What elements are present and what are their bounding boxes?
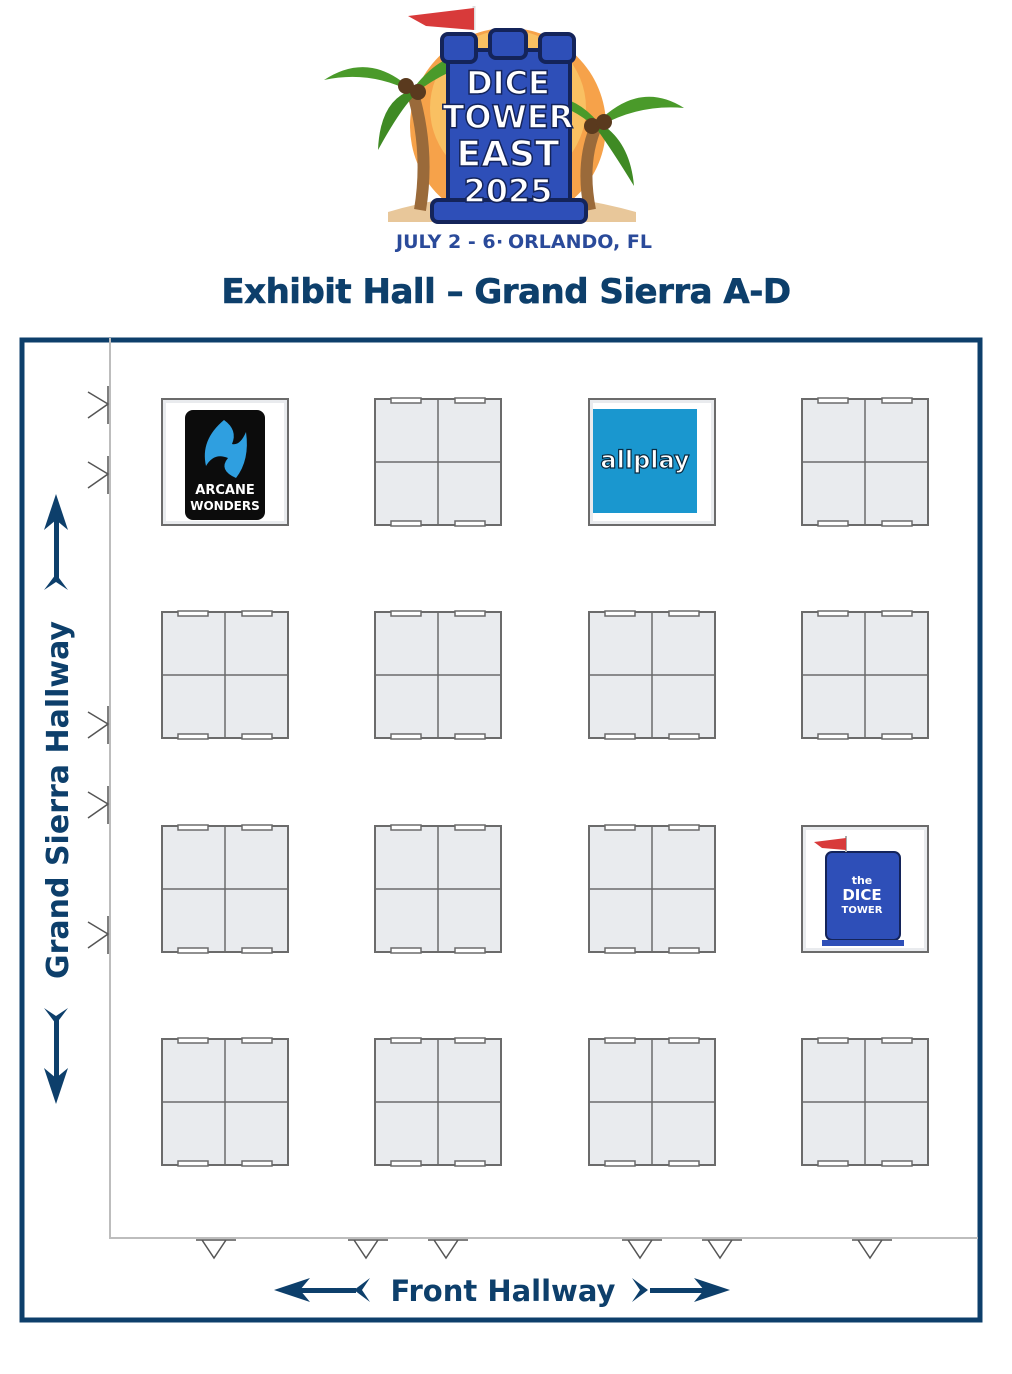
booth-tab: [177, 824, 209, 831]
booth-tab: [390, 1160, 422, 1167]
logo-separator: ·: [496, 231, 503, 253]
booth-tab: [390, 610, 422, 617]
booth-tab: [177, 1160, 209, 1167]
booth-tab: [454, 520, 486, 527]
flame-dragon-icon: [204, 420, 247, 478]
booth-tab: [668, 610, 700, 617]
logo-line-year: 2025: [463, 172, 552, 210]
logo-line-dice: DICE: [466, 64, 550, 102]
booth-tab: [241, 610, 273, 617]
arcane-line1: ARCANE: [195, 483, 254, 498]
front-hallway-label: Front Hallway: [391, 1274, 616, 1308]
flag-icon: [814, 838, 846, 850]
booth-island[interactable]: [374, 824, 502, 954]
left-doors: [87, 386, 110, 954]
booth-tab: [604, 824, 636, 831]
booth-tab: [454, 824, 486, 831]
booth-tab: [881, 733, 913, 740]
booth-tab: [241, 824, 273, 831]
booth-island[interactable]: [588, 824, 716, 954]
logo-dates: JULY 2 - 6: [394, 231, 496, 253]
booth-tab: [241, 1037, 273, 1044]
booth-tab: [454, 1160, 486, 1167]
booth-island[interactable]: [588, 1037, 716, 1167]
booth-island[interactable]: [374, 1037, 502, 1167]
booth-tab: [390, 397, 422, 404]
booth-tab: [390, 733, 422, 740]
booth-tab: [604, 1037, 636, 1044]
booth-tab: [817, 1160, 849, 1167]
booth-tab: [881, 397, 913, 404]
dicetower-line2: DICE: [842, 886, 881, 904]
grand-sierra-hallway-label: Grand Sierra Hallway: [41, 621, 76, 979]
hallway-left-arrow-down: [44, 1008, 68, 1104]
allplay-label: allplay: [600, 446, 690, 474]
booth-tab: [241, 733, 273, 740]
flag-icon: [408, 8, 474, 30]
booth-tab: [881, 610, 913, 617]
booth-island[interactable]: [374, 397, 502, 527]
booth-tab: [390, 1037, 422, 1044]
booth-tab: [177, 1037, 209, 1044]
booth-tab: [241, 947, 273, 954]
booth-tab: [881, 1037, 913, 1044]
logo-line-east: EAST: [457, 134, 560, 175]
hallway-left-arrow-up: [44, 494, 68, 590]
arcane-line2: WONDERS: [190, 499, 260, 513]
booth-island[interactable]: [161, 610, 289, 740]
sponsor-arcane-wonders[interactable]: ARCANE WONDERS: [185, 410, 265, 520]
booth-tab: [454, 733, 486, 740]
dicetower-line1: the: [852, 874, 873, 887]
logo-location: ORLANDO, FL: [508, 231, 652, 253]
hall-wall: [109, 338, 978, 1239]
booth-tab: [668, 947, 700, 954]
booth-tab: [817, 733, 849, 740]
booth-tab: [881, 1160, 913, 1167]
booth-tab: [668, 824, 700, 831]
booth-tab: [668, 1037, 700, 1044]
booth-tab: [817, 610, 849, 617]
dicetower-line3: TOWER: [842, 905, 883, 916]
booth-island[interactable]: [801, 610, 929, 740]
booth-island[interactable]: [161, 1037, 289, 1167]
booth-tab: [604, 610, 636, 617]
booth-island[interactable]: [588, 610, 716, 740]
sponsor-allplay[interactable]: allplay: [593, 409, 697, 513]
booth-tab: [390, 520, 422, 527]
tower-icon: [408, 6, 588, 224]
hallway-bottom-arrow-left: [274, 1278, 370, 1302]
booth-tab: [454, 947, 486, 954]
logo-line-tower: TOWER: [443, 98, 574, 136]
booth-tab: [817, 397, 849, 404]
hall-title: Exhibit Hall – Grand Sierra A-D: [221, 272, 791, 313]
booth-tab: [668, 733, 700, 740]
booth-tab: [604, 1160, 636, 1167]
booth-tab: [604, 733, 636, 740]
booth-tab: [668, 1160, 700, 1167]
booth-island[interactable]: [801, 1037, 929, 1167]
sponsor-dice-tower[interactable]: the DICE TOWER: [814, 836, 904, 946]
booth-tab: [390, 824, 422, 831]
booth-tab: [454, 610, 486, 617]
booth-tab: [454, 1037, 486, 1044]
booth-tab: [454, 397, 486, 404]
booth-tab: [881, 520, 913, 527]
booth-tab: [177, 947, 209, 954]
hallway-bottom-arrow-right: [632, 1278, 730, 1302]
booth-tab: [817, 1037, 849, 1044]
booth-tab: [177, 610, 209, 617]
booth-tab: [177, 733, 209, 740]
booth-tab: [817, 520, 849, 527]
booth-island[interactable]: [161, 824, 289, 954]
booth-tab: [604, 947, 636, 954]
dice-tower-east-logo: DICE TOWER EAST 2025 JULY 2 - 6 · ORLAND…: [324, 6, 684, 253]
booth-island[interactable]: [374, 610, 502, 740]
booth-tab: [241, 1160, 273, 1167]
booth-island[interactable]: [801, 397, 929, 527]
booth-tab: [390, 947, 422, 954]
bottom-doors: [196, 1239, 892, 1260]
